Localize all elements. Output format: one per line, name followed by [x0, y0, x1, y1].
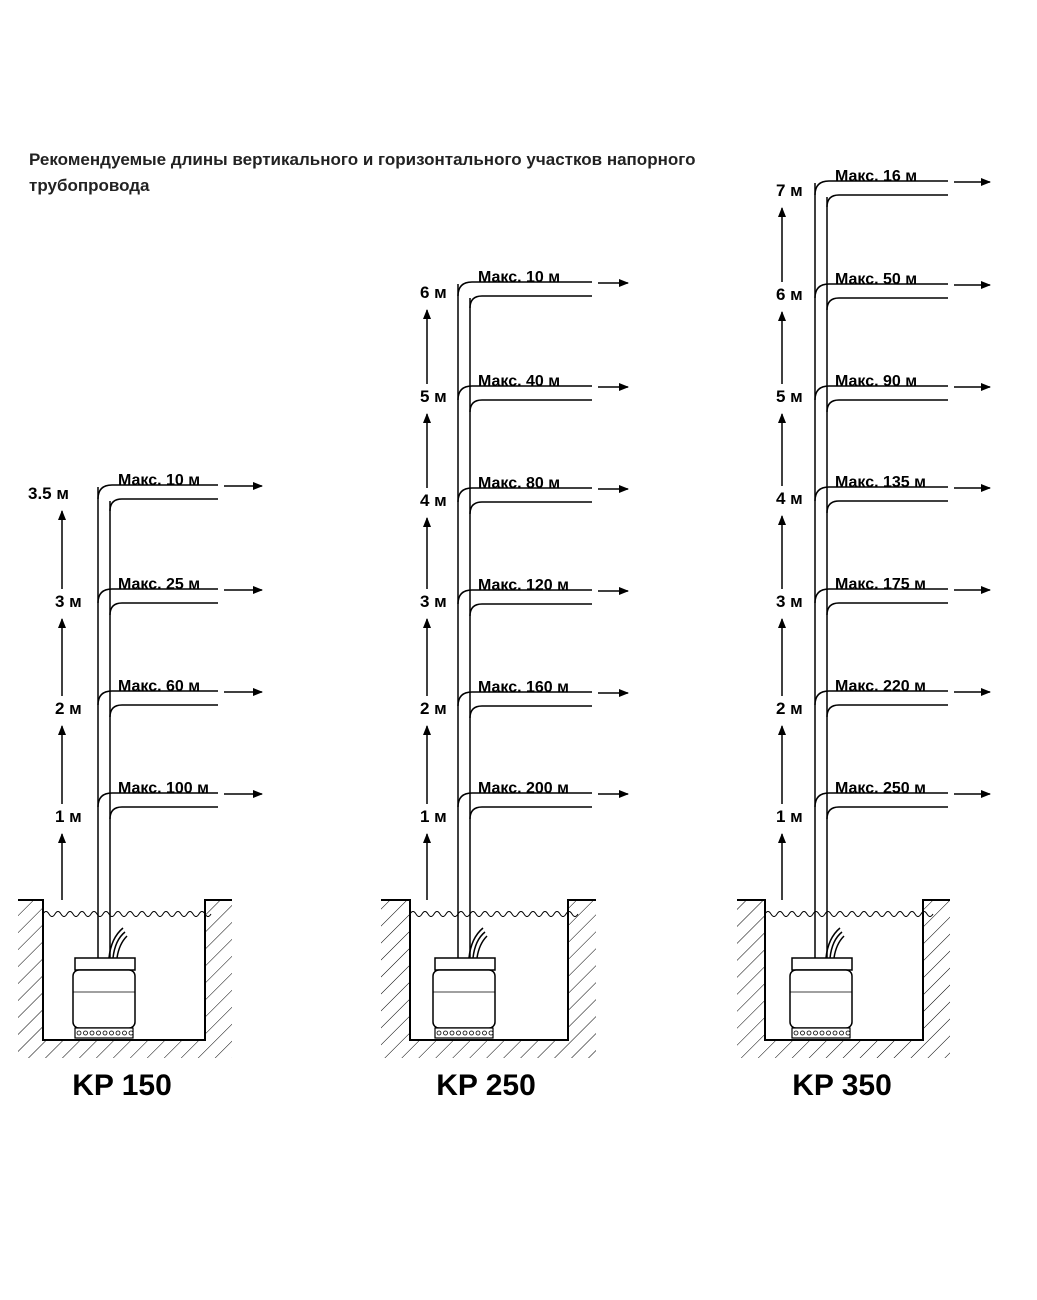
- max-length-label: Макс. 175 м: [835, 576, 926, 593]
- height-label: 4 м: [420, 491, 447, 510]
- earth-left: [381, 900, 410, 1058]
- max-length-label: Макс. 160 м: [478, 679, 569, 696]
- level-1: 1 м Макс. 250 м: [776, 780, 991, 826]
- level-2: 2 м Макс. 60 м: [55, 678, 263, 718]
- well-wall: [18, 899, 232, 1041]
- height-label: 6 м: [420, 283, 447, 302]
- max-length-label: Макс. 60 м: [118, 678, 200, 695]
- level-5: 5 м Макс. 40 м: [420, 373, 629, 413]
- height-label: 2 м: [55, 699, 82, 718]
- pump: [432, 927, 496, 1039]
- level-2: 2 м Макс. 160 м: [420, 679, 629, 719]
- well-wall: [737, 899, 950, 1041]
- level-1: 1 м Макс. 100 м: [55, 780, 263, 826]
- height-label: 5 м: [776, 387, 803, 406]
- pump-diagram-kp-350: 1 м Макс. 250 м 2 м Макс. 220 м 3 м Макс. 175…: [737, 168, 991, 1102]
- pump-diagram-kp-150: 1 м Макс. 100 м 2 м Макс. 60 м 3 м Макс. 25 м…: [18, 472, 263, 1102]
- height-label: 3 м: [420, 592, 447, 611]
- model-label: KP 250: [436, 1069, 536, 1102]
- level-3: 3 м Макс. 120 м: [420, 577, 629, 617]
- well: [18, 899, 232, 1058]
- model-label: KP 350: [792, 1069, 892, 1102]
- max-length-label: Макс. 250 м: [835, 780, 926, 797]
- height-label: 6 м: [776, 285, 803, 304]
- water-surface: [764, 911, 934, 917]
- max-length-label: Макс. 120 м: [478, 577, 569, 594]
- pump: [789, 927, 853, 1039]
- level-4: 4 м Макс. 135 м: [776, 474, 991, 514]
- max-length-label: Макс. 40 м: [478, 373, 560, 390]
- discharge-pipe: [97, 487, 111, 958]
- earth-bottom: [410, 1040, 568, 1058]
- page-title: Рекомендуемые длины вертикального и гори…: [29, 150, 696, 195]
- height-label: 2 м: [420, 699, 447, 718]
- water-surface: [409, 911, 579, 917]
- level-6: 6 м Макс. 10 м: [420, 269, 629, 309]
- max-length-label: Макс. 10 м: [478, 269, 560, 286]
- earth-right: [923, 900, 950, 1058]
- height-label: 4 м: [776, 489, 803, 508]
- earth-left: [737, 900, 765, 1058]
- height-label: 7 м: [776, 181, 803, 200]
- height-label: 1 м: [55, 807, 82, 826]
- max-length-label: Макс. 80 м: [478, 475, 560, 492]
- max-length-label: Макс. 200 м: [478, 780, 569, 797]
- level-6: 6 м Макс. 50 м: [776, 271, 991, 311]
- level-3: 3 м Макс. 175 м: [776, 576, 991, 616]
- height-label: 2 м: [776, 699, 803, 718]
- height-label: 3 м: [776, 592, 803, 611]
- well-wall: [381, 899, 596, 1041]
- earth-bottom: [765, 1040, 923, 1058]
- model-label: KP 150: [72, 1069, 172, 1102]
- level-4: 3.5 м Макс. 10 м: [28, 472, 263, 512]
- height-label: 5 м: [420, 387, 447, 406]
- water-surface: [42, 911, 212, 917]
- max-length-label: Макс. 10 м: [118, 472, 200, 489]
- max-length-label: Макс. 90 м: [835, 373, 917, 390]
- max-length-label: Макс. 220 м: [835, 678, 926, 695]
- height-label: 1 м: [776, 807, 803, 826]
- pump-diagram-kp-250: 1 м Макс. 200 м 2 м Макс. 160 м 3 м Макс. 120…: [381, 269, 629, 1102]
- level-1: 1 м Макс. 200 м: [420, 780, 629, 826]
- discharge-pipe: [814, 183, 828, 958]
- well: [381, 899, 596, 1058]
- earth-bottom: [43, 1040, 205, 1058]
- max-length-label: Макс. 25 м: [118, 576, 200, 593]
- discharge-pipe: [457, 284, 471, 958]
- height-label: 3.5 м: [28, 484, 69, 503]
- level-7: 7 м Макс. 16 м: [776, 168, 991, 208]
- level-3: 3 м Макс. 25 м: [55, 576, 263, 616]
- pump: [72, 927, 136, 1039]
- level-5: 5 м Макс. 90 м: [776, 373, 991, 413]
- earth-right: [205, 900, 232, 1058]
- max-length-label: Макс. 16 м: [835, 168, 917, 185]
- max-length-label: Макс. 135 м: [835, 474, 926, 491]
- earth-left: [18, 900, 43, 1058]
- well: [737, 899, 950, 1058]
- earth-right: [568, 900, 596, 1058]
- level-2: 2 м Макс. 220 м: [776, 678, 991, 718]
- max-length-label: Макс. 50 м: [835, 271, 917, 288]
- height-label: 1 м: [420, 807, 447, 826]
- max-length-label: Макс. 100 м: [118, 780, 209, 797]
- height-label: 3 м: [55, 592, 82, 611]
- level-4: 4 м Макс. 80 м: [420, 475, 629, 515]
